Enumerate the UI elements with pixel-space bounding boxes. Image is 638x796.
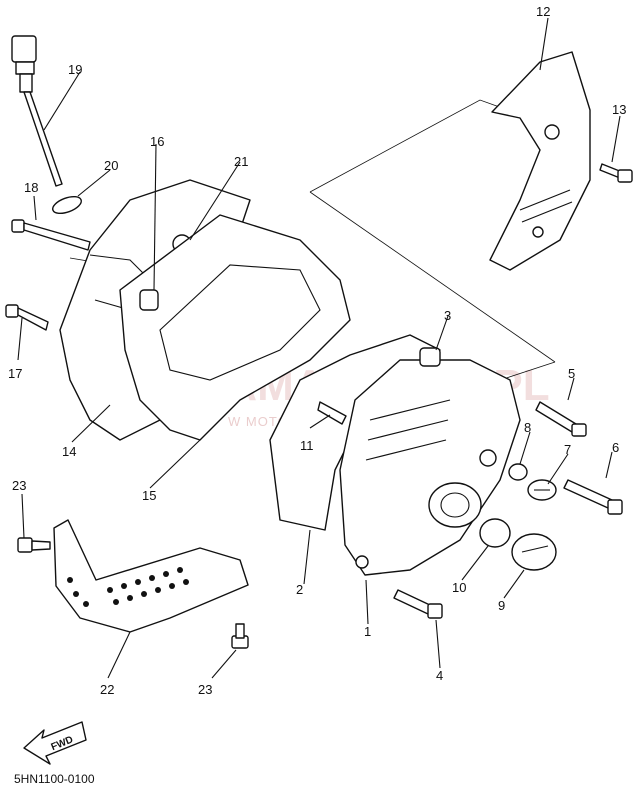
crankcase-cover-part-1 <box>339 359 521 576</box>
leader-lines <box>17 17 621 679</box>
callout-labels: 1 2 3 4 5 6 7 8 9 10 11 12 13 14 15 16 1… <box>8 4 626 697</box>
callout-21: 21 <box>234 154 248 169</box>
callout-16: 16 <box>150 134 164 149</box>
callout-23-upper: 23 <box>12 478 26 493</box>
clamp-part-11 <box>317 401 347 425</box>
callout-10: 10 <box>452 580 466 595</box>
callout-9: 9 <box>498 598 505 613</box>
callout-4: 4 <box>436 668 443 683</box>
skid-plate-part-22 <box>53 519 249 633</box>
bolt-part-23-lower <box>231 623 249 649</box>
dowel-part-16 <box>139 289 159 311</box>
dipstick-part-19 <box>11 35 63 187</box>
callout-7: 7 <box>564 442 571 457</box>
callout-11: 11 <box>300 438 314 453</box>
callout-18: 18 <box>24 180 38 195</box>
bolt-part-18 <box>11 219 91 251</box>
callout-12: 12 <box>536 4 550 19</box>
callout-8: 8 <box>524 420 531 435</box>
callout-15: 15 <box>142 488 156 503</box>
cover-part-12 <box>489 51 591 271</box>
callout-2: 2 <box>296 582 303 597</box>
gasket-part-15 <box>119 214 351 441</box>
plug-part-7 <box>527 479 557 501</box>
o-ring-part-8 <box>508 463 528 481</box>
dowel-part-3 <box>419 347 441 367</box>
cap-part-9 <box>511 533 557 571</box>
callout-20: 20 <box>104 158 118 173</box>
bolt-part-6 <box>563 479 623 515</box>
o-ring-part-20 <box>52 195 82 215</box>
callout-19: 19 <box>68 62 82 77</box>
callout-17: 17 <box>8 366 22 381</box>
screw-part-13 <box>599 163 633 183</box>
callout-5: 5 <box>568 366 575 381</box>
callout-1: 1 <box>364 624 371 639</box>
bolt-part-4 <box>393 589 443 619</box>
bolt-part-23-upper <box>17 537 51 553</box>
callout-13: 13 <box>612 102 626 117</box>
callout-14: 14 <box>62 444 76 459</box>
fwd-arrow-icon: FWD <box>23 721 87 765</box>
callout-6: 6 <box>612 440 619 455</box>
o-ring-part-10 <box>479 518 511 548</box>
callout-3: 3 <box>444 308 451 323</box>
bolt-part-5 <box>535 401 587 437</box>
callout-23-lower: 23 <box>198 682 212 697</box>
diagram-code: 5HN1100-0100 <box>14 772 95 786</box>
callout-22: 22 <box>100 682 114 697</box>
bolt-part-17 <box>5 304 49 331</box>
